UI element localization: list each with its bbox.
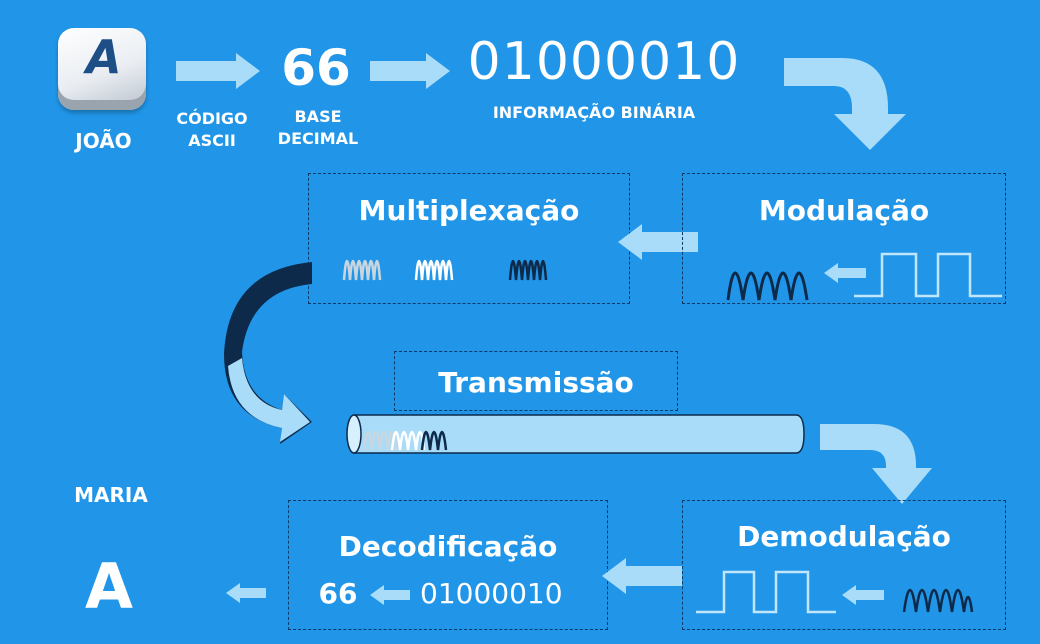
decimal-label-line1: BASE [294, 107, 342, 126]
key-letter: A [86, 30, 122, 84]
decoding-box [288, 500, 608, 630]
arrow-left-small [824, 263, 866, 283]
ascii-label-line1: CÓDIGO [176, 109, 248, 128]
wave-light-icon [342, 259, 382, 281]
modulation-title: Modulação [758, 194, 930, 227]
arrow-right-2 [370, 53, 450, 89]
keyboard-key-icon: A [58, 28, 146, 110]
binary-label: INFORMAÇÃO BINÁRIA [492, 103, 696, 122]
decimal-label: BASE DECIMAL [266, 106, 370, 150]
transmission-cable [346, 414, 805, 454]
curved-arrow-down-2 [224, 262, 312, 444]
multiplexing-title: Multiplexação [358, 194, 580, 227]
wave-dark-icon [726, 271, 809, 301]
wave-dark-icon [508, 259, 548, 281]
demodulation-title: Demodulação [737, 520, 951, 553]
decimal-label-line2: DECIMAL [277, 129, 359, 148]
wave-dark-icon [902, 588, 974, 613]
ascii-label: CÓDIGO ASCII [160, 108, 264, 152]
transmission-title: Transmissão [438, 366, 634, 399]
arrow-left-2 [226, 583, 266, 603]
wave-white-icon [414, 259, 454, 281]
receiver-letter: A [85, 550, 133, 623]
decoded-decimal: 66 [318, 577, 358, 610]
square-wave-icon [854, 252, 1002, 298]
decimal-value: 66 [281, 39, 351, 97]
sender-name: JOÃO [75, 129, 132, 153]
square-wave-icon [696, 570, 836, 614]
arrow-left-3 [602, 558, 682, 594]
arrow-left-small-2 [370, 585, 410, 605]
binary-value: 01000010 [467, 32, 741, 92]
modulation-box [682, 173, 1006, 304]
decoding-title: Decodificação [338, 530, 558, 563]
arrow-left-small-3 [842, 585, 884, 605]
arrow-left-1 [618, 224, 698, 260]
demodulation-box [682, 500, 1006, 630]
curved-arrow-down-3 [820, 424, 932, 504]
ascii-label-line2: ASCII [188, 131, 236, 150]
decoded-binary: 01000010 [420, 577, 563, 610]
curved-arrow-down-1 [784, 58, 906, 150]
transmission-box [394, 351, 678, 411]
arrow-right-1 [176, 53, 260, 89]
receiver-name: MARIA [74, 483, 148, 507]
